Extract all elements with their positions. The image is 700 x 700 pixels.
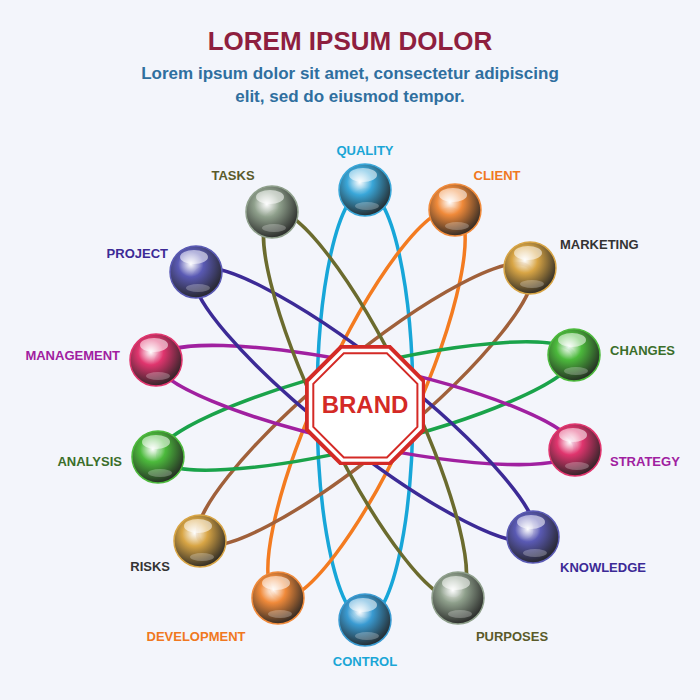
- orbit-connector: [148, 316, 583, 496]
- node-label: TASKS: [211, 168, 254, 184]
- node-label: DEVELOPMENT: [147, 629, 246, 645]
- sphere-node: MANAGEMENT: [128, 332, 184, 388]
- node-label: ANALYSIS: [57, 454, 122, 470]
- node-label: QUALITY: [336, 143, 393, 159]
- node-label: RISKS: [130, 559, 170, 575]
- sphere-node: CHANGES: [546, 327, 602, 383]
- sphere-node: QUALITY: [337, 162, 393, 218]
- sphere-node: PROJECT: [168, 244, 224, 300]
- orbit-connector: [234, 190, 498, 618]
- glass-sphere: [130, 429, 186, 485]
- glass-sphere: [547, 422, 603, 478]
- sphere-node: DEVELOPMENT: [250, 570, 306, 626]
- sphere-node: CONTROL: [337, 592, 393, 648]
- glass-sphere: [250, 570, 306, 626]
- glass-sphere: [168, 244, 224, 300]
- sphere-node: MARKETING: [502, 240, 558, 296]
- glass-sphere: [128, 332, 184, 388]
- node-label: MANAGEMENT: [25, 348, 120, 364]
- glass-sphere: [505, 509, 561, 565]
- sphere-node: ANALYSIS: [130, 429, 186, 485]
- center-label: BRAND: [322, 391, 409, 419]
- orbit-connector: [231, 193, 498, 618]
- glass-sphere: [427, 182, 483, 238]
- sphere-node: STRATEGY: [547, 422, 603, 478]
- node-label: PURPOSES: [476, 629, 548, 645]
- sphere-node: KNOWLEDGE: [505, 509, 561, 565]
- node-label: CLIENT: [474, 168, 521, 184]
- orbit-connector: [148, 321, 584, 489]
- sphere-node: TASKS: [244, 184, 300, 240]
- sphere-node: RISKS: [172, 513, 228, 569]
- node-label: PROJECT: [107, 246, 168, 262]
- title: LOREM IPSUM DOLOR: [0, 26, 700, 57]
- glass-sphere: [172, 513, 228, 569]
- orbit-connector: [170, 239, 559, 570]
- node-label: MARKETING: [560, 237, 639, 253]
- node-label: STRATEGY: [610, 454, 680, 470]
- subtitle: Lorem ipsum dolor sit amet, consectetur …: [135, 62, 565, 108]
- sphere-node: CLIENT: [427, 182, 483, 238]
- glass-sphere: [546, 327, 602, 383]
- glass-sphere: [337, 162, 393, 218]
- brand-octagon: BRAND: [305, 345, 426, 466]
- sphere-node: PURPOSES: [430, 570, 486, 626]
- glass-sphere: [244, 184, 300, 240]
- glass-sphere: [502, 240, 558, 296]
- node-label: CONTROL: [333, 654, 397, 670]
- glass-sphere: [430, 570, 486, 626]
- glass-sphere: [337, 592, 393, 648]
- node-label: CHANGES: [610, 343, 675, 359]
- node-label: KNOWLEDGE: [560, 560, 646, 576]
